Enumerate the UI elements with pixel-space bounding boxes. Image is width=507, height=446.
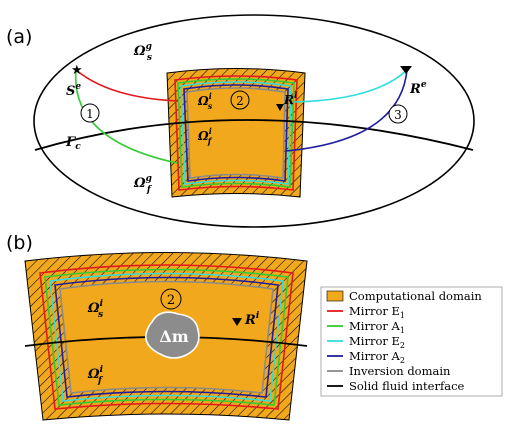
ray-blue: [285, 69, 408, 152]
receiver-triangle-icon: [400, 66, 412, 74]
region-3-marker: 3: [388, 104, 408, 124]
legend-item: Mirror E2: [327, 334, 405, 350]
anomaly-blob: [144, 311, 200, 359]
region-1-marker: 1: [80, 103, 100, 123]
region-2-marker-b: 2: [160, 288, 182, 310]
legend-label: Solid fluid interface: [349, 379, 465, 393]
r-i-triangle-icon-a: [276, 104, 284, 111]
local-domain-a: [166, 68, 306, 198]
legend-item: Inversion domain: [327, 364, 451, 378]
delta-m-label: Δm: [159, 327, 188, 346]
legend-label: Mirror E2: [349, 334, 405, 350]
svg-text:3: 3: [394, 108, 402, 122]
mirror-a1-b: [44, 268, 289, 406]
source-label: Se: [66, 82, 81, 99]
legend-label: Computational domain: [349, 289, 482, 303]
mirror-a2-b: [54, 276, 279, 398]
r-i-label-a: Ri: [283, 90, 297, 107]
ray-green: [74, 69, 178, 164]
legend-item: Computational domain: [326, 289, 482, 303]
inversion-domain-a: [186, 87, 286, 179]
region-2-marker-a: 2: [230, 90, 250, 110]
legend-box: [320, 286, 503, 397]
mirror-a2-a: [183, 84, 289, 182]
r-i-label-b: Ri: [244, 311, 260, 328]
legend-item: Solid fluid interface: [327, 379, 465, 393]
global-domain-ellipse: [33, 14, 475, 228]
mirror-e1-b: [39, 264, 294, 410]
svg-text:2: 2: [167, 293, 175, 308]
interface-curve-a: [34, 119, 474, 151]
legend-item: Mirror A1: [327, 319, 405, 335]
source-star-icon: ★: [71, 63, 83, 78]
legend-swatch: [326, 290, 344, 302]
svg-text:2: 2: [236, 94, 244, 108]
mirror-e1-a: [174, 75, 298, 191]
r-i-triangle-icon-b: [232, 318, 242, 326]
legend-item: Mirror E1: [327, 304, 405, 320]
legend-label: Mirror E1: [349, 304, 405, 320]
svg-text:1: 1: [86, 107, 94, 121]
legend-item: Mirror A2: [327, 349, 405, 365]
ray-cyan: [293, 69, 408, 103]
legend-label: Inversion domain: [349, 364, 451, 378]
interface-label: Γc: [65, 135, 81, 152]
legend-label: Mirror A1: [349, 319, 405, 335]
mirror-a1-a: [177, 78, 295, 188]
panel-b-label: (b): [6, 232, 33, 254]
legend-label: Mirror A2: [349, 349, 405, 365]
mirror-e2-a: [180, 81, 292, 185]
receiver-label: Re: [409, 80, 427, 97]
ray-red: [75, 69, 179, 102]
mirror-e2-b: [49, 272, 284, 402]
panel-a-label: (a): [6, 26, 32, 48]
